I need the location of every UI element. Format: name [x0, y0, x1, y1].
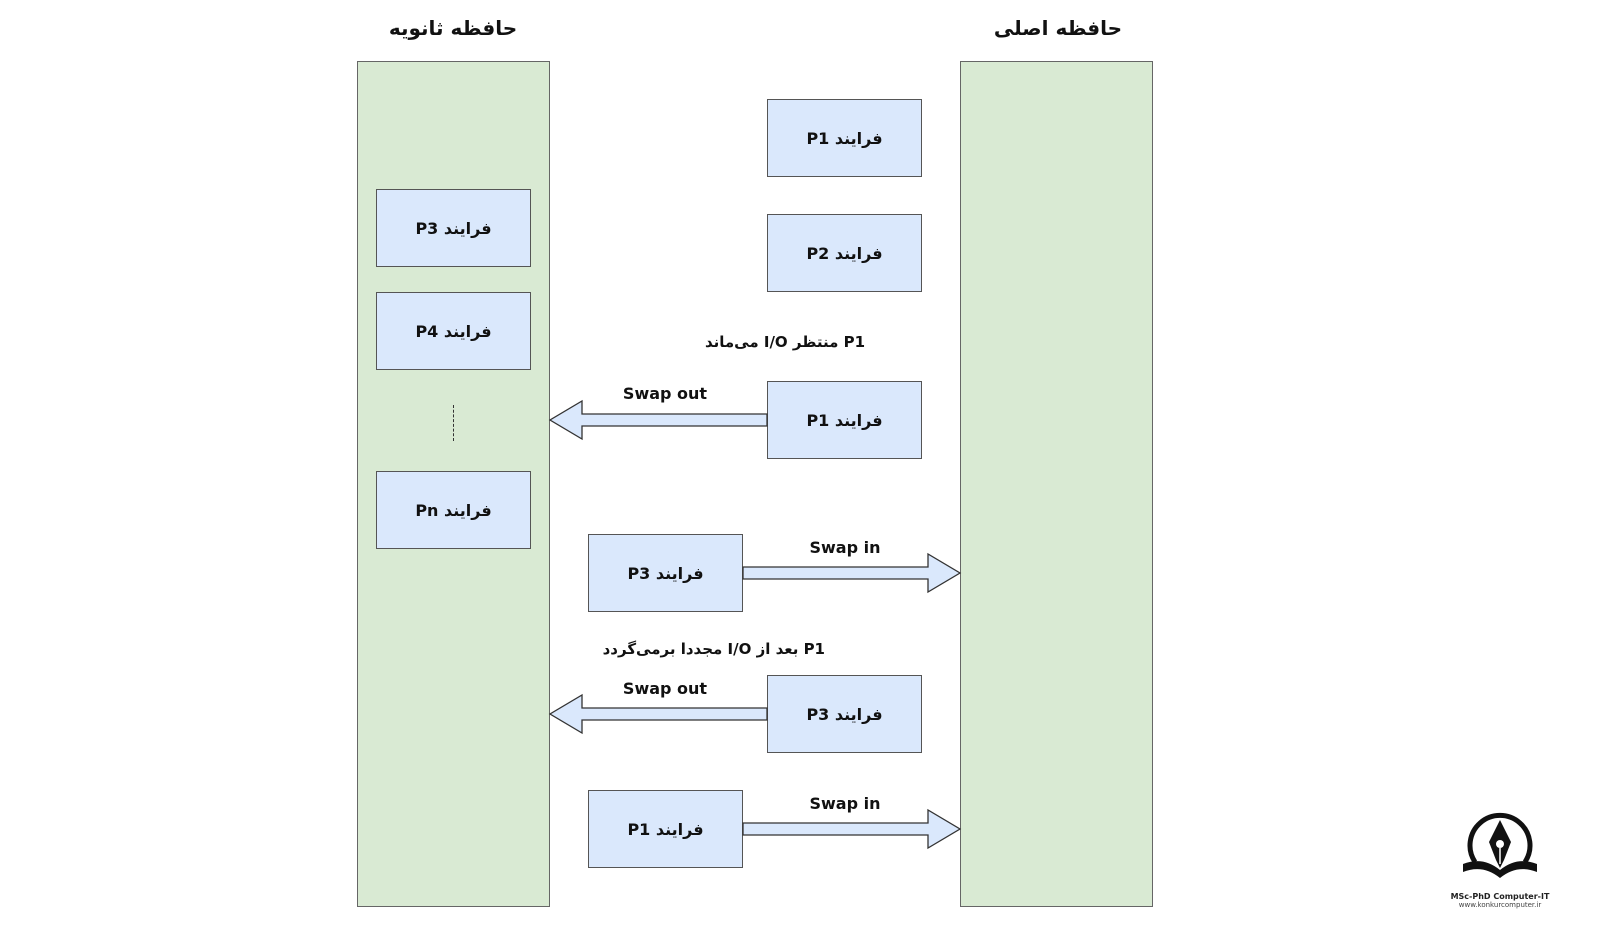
process-p1-swapped-in: فرایند P1	[588, 790, 743, 868]
secondary-memory-heading: حافظه ثانویه	[388, 16, 518, 40]
swap-out-arrow-2	[548, 693, 768, 735]
swap-in-arrow-1	[742, 552, 962, 594]
logo-url: www.konkurcomputer.ir	[1458, 901, 1542, 909]
logo-name: MSc-PhD Computer-IT	[1450, 892, 1550, 901]
swap-out-label-1: Swap out	[622, 384, 708, 403]
note-p1-returns: P1 بعد از I/O مجددا برمی‌گردد	[602, 640, 825, 658]
main-memory-heading: حافظه اصلی	[993, 16, 1123, 40]
pen-book-logo-icon	[1463, 812, 1537, 878]
process-p1-swapped-out: فرایند P1	[767, 381, 922, 459]
site-logo: MSc-PhD Computer-IT www.konkurcomputer.i…	[1445, 808, 1555, 909]
process-p3-swapped-out: فرایند P3	[767, 675, 922, 753]
secondary-process-p3: فرایند P3	[376, 189, 531, 267]
swap-out-label-2: Swap out	[622, 679, 708, 698]
swap-in-arrow-2	[742, 808, 962, 850]
secondary-process-pn: فرایند Pn	[376, 471, 531, 549]
ellipsis-dots	[453, 405, 454, 441]
main-process-p2: فرایند P2	[767, 214, 922, 292]
main-process-p1: فرایند P1	[767, 99, 922, 177]
secondary-process-p4: فرایند P4	[376, 292, 531, 370]
swap-in-label-2: Swap in	[809, 794, 881, 813]
swap-out-arrow-1	[548, 399, 768, 441]
process-p3-swapped-in: فرایند P3	[588, 534, 743, 612]
swap-in-label-1: Swap in	[809, 538, 881, 557]
note-p1-waits-io: P1 منتظر I/O می‌ماند	[704, 333, 866, 351]
main-memory-column	[960, 61, 1153, 907]
